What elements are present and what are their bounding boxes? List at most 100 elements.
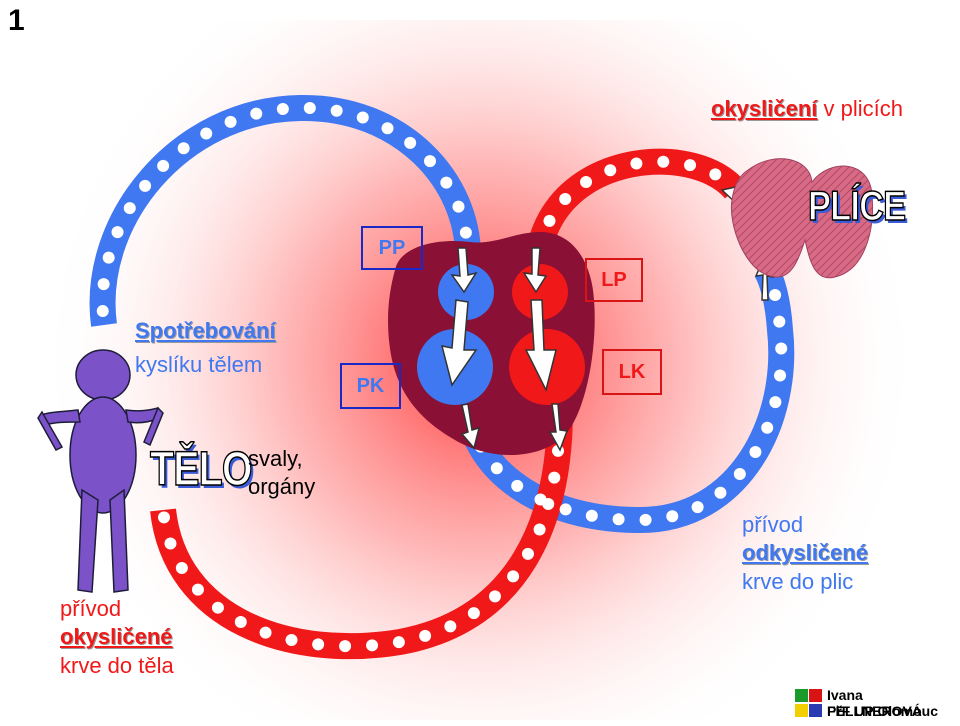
blood-cell-dot — [303, 102, 316, 115]
slide-number: 1 — [8, 4, 25, 37]
body-title: TĚLO — [149, 442, 253, 497]
blood-cell-dot — [157, 511, 170, 524]
pk-box: PK — [340, 363, 401, 409]
flow-arrows — [440, 184, 775, 452]
blood-cell-dot — [330, 104, 343, 117]
logo-square-red — [809, 689, 822, 702]
logo-square-green — [795, 689, 808, 702]
blood-cell-dot — [490, 462, 503, 475]
blood-cell-dot — [559, 503, 572, 516]
blood-cell-dot — [769, 396, 782, 409]
blood-cell-dot — [191, 583, 204, 596]
consumption-rest: kyslíku tělem — [135, 352, 263, 377]
lungs-title: PLÍCE — [807, 181, 906, 230]
supply-left-line1: přívod — [60, 596, 122, 621]
human-figure — [37, 349, 164, 593]
lp-box: LP — [585, 258, 643, 302]
blood-cell-dot — [312, 638, 325, 651]
blood-cell-dot — [604, 164, 617, 177]
blood-cell-dot — [775, 342, 788, 355]
blood-cell-dot — [392, 636, 405, 649]
blood-cell-dot — [542, 497, 555, 510]
blood-cell-dot — [234, 616, 247, 629]
blood-cell-dot — [488, 590, 501, 603]
blood-cell-dot — [543, 214, 556, 227]
blood-cell-dot — [666, 510, 679, 523]
blood-cell-dot — [773, 315, 786, 328]
blood-cell-dot — [691, 501, 704, 514]
blood-cell-dot — [452, 200, 465, 213]
lk-box: LK — [602, 349, 662, 395]
blood-cell-dot — [97, 278, 110, 291]
blood-cell-dot — [259, 626, 272, 639]
logo-square-yellow — [795, 704, 808, 717]
credit-institution: PřF UP Olomouc — [827, 703, 938, 719]
blood-cell-dot — [440, 176, 453, 189]
logo-square-blue — [809, 704, 822, 717]
blood-cell-dot — [276, 103, 289, 116]
blood-cell-dot — [444, 620, 457, 633]
blood-cell-dot — [774, 369, 787, 382]
blood-cell-dot — [769, 288, 782, 301]
blood-cell-dot — [356, 111, 369, 124]
blood-cell-dot — [96, 305, 109, 318]
oxygenation-bold: okysličení — [711, 96, 818, 121]
consumption-bold: Spotřebování — [135, 318, 276, 343]
right-atrium-chamber — [438, 264, 494, 320]
blood-cell-dot — [467, 607, 480, 620]
blood-cell-dot — [749, 446, 762, 459]
blood-cell-dot — [175, 561, 188, 574]
supply-left-bold: okysličené — [60, 624, 173, 649]
blood-cell-dot — [533, 523, 546, 536]
blood-cell-dot — [139, 179, 152, 192]
lungs-shape — [730, 158, 873, 279]
oxygenation-rest: v plicích — [817, 96, 903, 121]
blood-cell-dot — [684, 159, 697, 172]
blood-cell-dots — [96, 102, 788, 653]
blood-cell-dot — [548, 471, 561, 484]
blood-cell-dot — [250, 107, 263, 120]
supply-right-line1: přívod — [742, 512, 804, 537]
blood-cell-dot — [714, 486, 727, 499]
blood-cell-dot — [381, 122, 394, 135]
blood-cell-dot — [419, 629, 432, 642]
blood-cell-dot — [709, 168, 722, 181]
blood-cell-dot — [423, 155, 436, 168]
muscles-line2: orgány — [248, 474, 316, 499]
blood-cell-dot — [404, 136, 417, 149]
blood-cell-dot — [200, 127, 213, 140]
blood-cell-dot — [559, 193, 572, 206]
supply-right-bold: odkysličené — [742, 540, 868, 565]
blood-cell-dot — [761, 421, 774, 434]
blood-cell-dot — [157, 159, 170, 172]
blood-cell-dot — [211, 601, 224, 614]
left-atrium-chamber — [512, 264, 568, 320]
blood-cell-dot — [164, 537, 177, 550]
blood-cell-dot — [285, 634, 298, 647]
muscles-line1: svaly, — [248, 446, 303, 471]
blood-cell-dot — [339, 640, 352, 653]
blood-cell-dot — [459, 226, 472, 239]
blood-cell-dot — [111, 226, 124, 239]
blood-cell-dot — [366, 639, 379, 652]
blood-cell-dot — [657, 155, 670, 168]
blood-cell-dot — [177, 142, 190, 155]
blood-cell-dot — [639, 513, 652, 526]
blood-cell-dot — [102, 251, 115, 264]
supply-left-line3: krve do těla — [60, 653, 174, 678]
blood-cell-dot — [511, 479, 524, 492]
blood-cell-dot — [224, 115, 237, 128]
blood-cell-dot — [580, 176, 593, 189]
credit-author: Ivana FELLNEROVÁ — [827, 687, 922, 719]
blood-cell-dot — [521, 547, 534, 560]
blood-cell-dot — [630, 157, 643, 170]
blood-cell-dot — [585, 509, 598, 522]
blood-cell-dot — [507, 570, 520, 583]
blood-cell-dot — [612, 513, 625, 526]
oxygenation-label: okysličení v plicích — [711, 96, 903, 122]
pp-box: PP — [361, 226, 423, 270]
blood-cell-dot — [123, 202, 136, 215]
supply-right-line3: krve do plic — [742, 569, 854, 594]
